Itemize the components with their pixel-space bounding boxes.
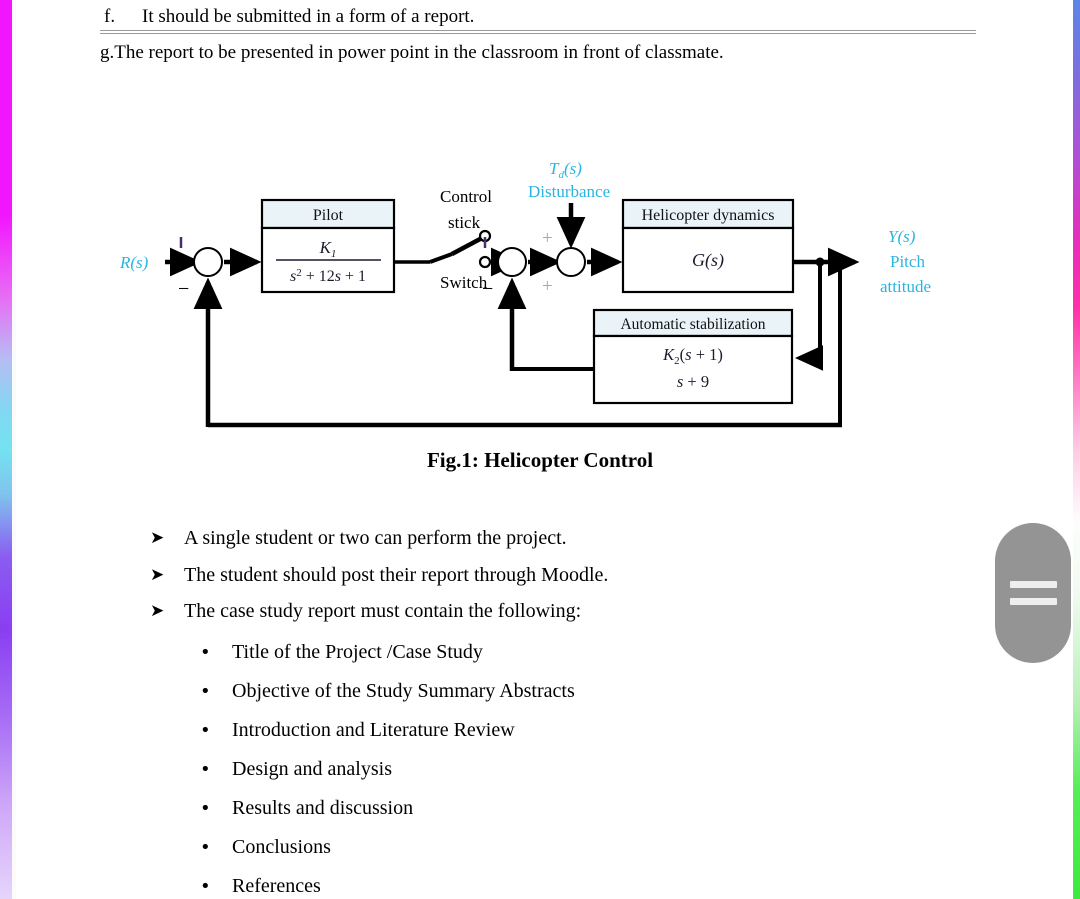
list-item: • Objective of the Study Summary Abstrac…: [200, 672, 900, 711]
pilot-block-header-box: [260, 198, 396, 230]
output-label-pitch: Pitch: [890, 252, 925, 271]
list-item-label: Title of the Project /Case Study: [232, 641, 483, 663]
left-strip-gap: [12, 0, 16, 899]
list-item: ➤ The case study report must contain the…: [150, 593, 850, 630]
arrow-bullet-icon: ➤: [150, 601, 165, 621]
dot-bullet-icon: •: [200, 759, 211, 780]
list-item: • Conclusions: [200, 828, 900, 867]
dot-bullet-icon: •: [200, 681, 211, 702]
list-item-label: The case study report must contain the f…: [184, 600, 582, 622]
disturbance-symbol: Td(s): [549, 159, 582, 181]
dot-bullet-icon: •: [200, 642, 211, 663]
list-item: • Title of the Project /Case Study: [200, 633, 900, 672]
divider-rule-top: [100, 30, 976, 31]
helicopter-dynamics-body-box: [621, 226, 795, 294]
control-stick-label-line1: Control: [440, 187, 492, 206]
helicopter-dynamics-transfer-function: G(s): [692, 250, 724, 271]
list-text-f: It should be submitted in a form of a re…: [142, 6, 475, 27]
list-marker-f: f.: [104, 6, 116, 27]
list-item-g: g.The report to be presented in power po…: [100, 41, 724, 65]
helicopter-dynamics-header-label: Helicopter dynamics: [642, 207, 775, 224]
list-item: ➤ A single student or two can perform th…: [150, 520, 850, 557]
horizontal-divider: [100, 30, 976, 34]
sum3-plus-top: +: [542, 228, 553, 249]
list-item-label: Design and analysis: [232, 758, 392, 780]
list-item-label: References: [232, 875, 321, 897]
drag-handle[interactable]: [995, 523, 1071, 663]
dot-bullet-icon: •: [200, 876, 211, 897]
sum3-plus-bottom: +: [542, 276, 553, 297]
pilot-denominator: s2 + 12s + 1: [290, 267, 366, 285]
drag-handle-bar-bottom: [1009, 598, 1057, 605]
disturbance-label: Disturbance: [528, 182, 610, 201]
automatic-stabilization-header-box: [592, 308, 794, 338]
automatic-stabilization-body-box: [592, 334, 794, 405]
arrow-bullet-icon: ➤: [150, 528, 165, 548]
sum1-minus-sign: −: [178, 278, 189, 300]
list-item: • Introduction and Literature Review: [200, 711, 900, 750]
dot-bullet-list: • Title of the Project /Case Study • Obj…: [200, 633, 900, 899]
list-item-label: Results and discussion: [232, 797, 414, 819]
switch-label: Switch: [440, 273, 488, 292]
list-item-label: Objective of the Study Summary Abstracts: [232, 680, 575, 702]
arrow-bullet-list: ➤ A single student or two can perform th…: [150, 520, 850, 630]
automatic-stabilization-denominator: s + 9: [677, 372, 709, 391]
switch-lever-base: [429, 252, 453, 264]
dot-bullet-icon: •: [200, 837, 211, 858]
list-marker-g: g.: [100, 42, 115, 63]
list-item-f: f. It should be submitted in a form of a …: [104, 5, 474, 29]
automatic-stabilization-numerator: K2(s + 1): [662, 345, 723, 367]
switch-terminal-closed: [478, 255, 492, 269]
figure-caption: Fig.1: Helicopter Control: [426, 448, 654, 472]
input-label-rs: R(s): [119, 253, 149, 272]
divider-rule-bottom: [100, 33, 976, 34]
list-item-label: Conclusions: [232, 836, 331, 858]
summing-junction-1: [193, 247, 223, 277]
helicopter-control-block-diagram: R(s) − Pilot K1 s2 + 12s + 1 Control: [100, 140, 980, 450]
arrow-bullet-icon: ➤: [150, 564, 165, 585]
list-item: ➤ The student should post their report t…: [150, 557, 850, 594]
list-item: • Results and discussion: [200, 789, 900, 828]
list-text-g: The report to be presented in power poin…: [114, 42, 724, 63]
switch-lever-arm: [450, 236, 484, 256]
list-item: • Design and analysis: [200, 750, 900, 789]
output-label-ys: Y(s): [888, 227, 916, 246]
list-item-label: Introduction and Literature Review: [232, 719, 515, 741]
list-item: • References: [200, 867, 900, 899]
output-label-attitude: attitude: [880, 277, 931, 296]
drag-handle-bar-top: [1009, 581, 1057, 588]
summing-junction-3: [556, 247, 586, 277]
dot-bullet-icon: •: [200, 720, 211, 741]
sum2-minus-sign: −: [482, 278, 493, 300]
dot-bullet-icon: •: [200, 798, 211, 819]
automatic-stabilization-header-label: Automatic stabilization: [620, 316, 765, 333]
summing-junction-2: [497, 247, 527, 277]
pilot-block-header-label: Pilot: [313, 207, 344, 224]
list-item-label: The student should post their report thr…: [184, 563, 609, 586]
control-stick-label-line2: stick: [448, 213, 481, 232]
list-item-label: A single student or two can perform the …: [184, 527, 567, 549]
